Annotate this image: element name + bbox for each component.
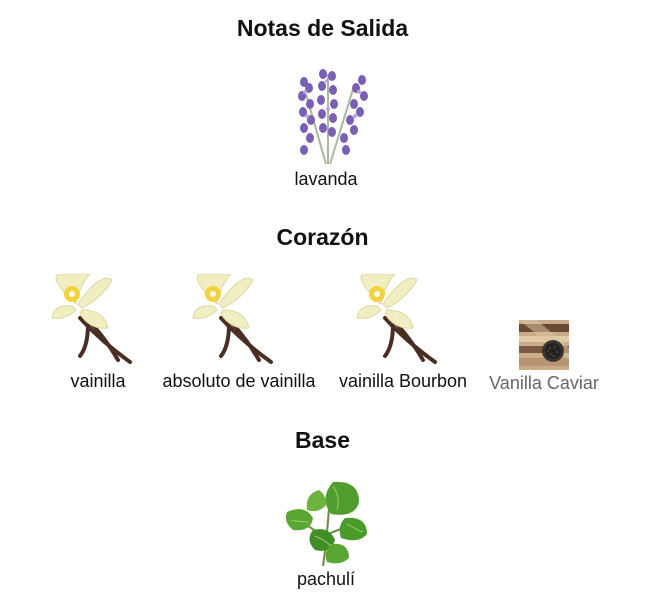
section-title-heart-notes: Corazón (276, 224, 369, 250)
note-label: absoluto de vainilla (162, 371, 316, 391)
note-label: vainilla Bourbon (338, 371, 468, 391)
note-vainilla-bourbon[interactable]: vainilla Bourbon (329, 274, 477, 392)
vanilla-flower-icon (192, 274, 273, 364)
patchouli-leaves-icon (285, 481, 367, 566)
section-title-base-notes: Base (295, 427, 350, 453)
note-label: pachulí (296, 569, 356, 589)
section-title-top-notes: Notas de Salida (236, 15, 409, 41)
note-label: Vanilla Caviar (489, 373, 599, 393)
lavender-icon (298, 69, 368, 165)
vanilla-caviar-icon (519, 320, 569, 370)
note-vanilla-caviar[interactable]: Vanilla Caviar (479, 320, 609, 394)
note-lavanda[interactable]: lavanda (273, 66, 379, 190)
vanilla-flower-icon (51, 274, 132, 364)
note-label: vainilla (70, 371, 126, 391)
note-absoluto-de-vainilla[interactable]: absoluto de vainilla (151, 274, 327, 392)
vanilla-flower-icon (356, 274, 437, 364)
note-vainilla[interactable]: vainilla (48, 274, 148, 392)
note-pachuli[interactable]: pachulí (275, 478, 377, 590)
note-label: lavanda (294, 169, 358, 189)
